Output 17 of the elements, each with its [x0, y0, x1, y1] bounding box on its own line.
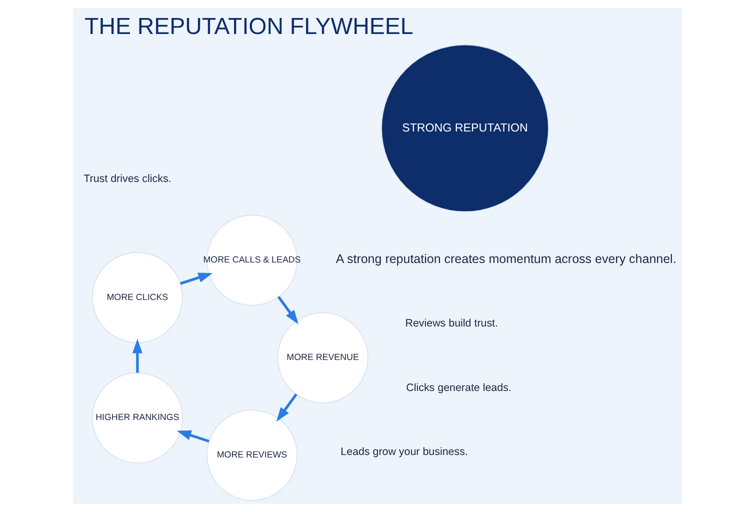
label: A strong reputation creates momentum across every channel. — [336, 252, 676, 266]
label: Reviews build trust. — [405, 318, 498, 330]
label: Trust drives clicks. — [84, 172, 172, 185]
arrow — [277, 296, 298, 324]
node-circle: HIGHER RANKINGS — [92, 372, 183, 464]
node-circle: MORE CALLS & LEADS — [206, 214, 298, 306]
arrow — [176, 430, 210, 442]
diagram-title: THE REPUTATION FLYWHEEL — [84, 12, 414, 39]
node-circle: MORE CLICKS — [92, 252, 183, 344]
arrow — [180, 272, 213, 285]
arrow — [132, 338, 142, 373]
node-circle: MORE REVENUE — [277, 312, 368, 404]
node-circle: MORE REVIEWS — [206, 410, 298, 501]
label: Leads grow your business. — [340, 446, 468, 458]
label: Clicks generate leads. — [406, 382, 512, 394]
arrow — [276, 394, 298, 422]
node-circle: STRONG REPUTATION — [381, 44, 549, 212]
